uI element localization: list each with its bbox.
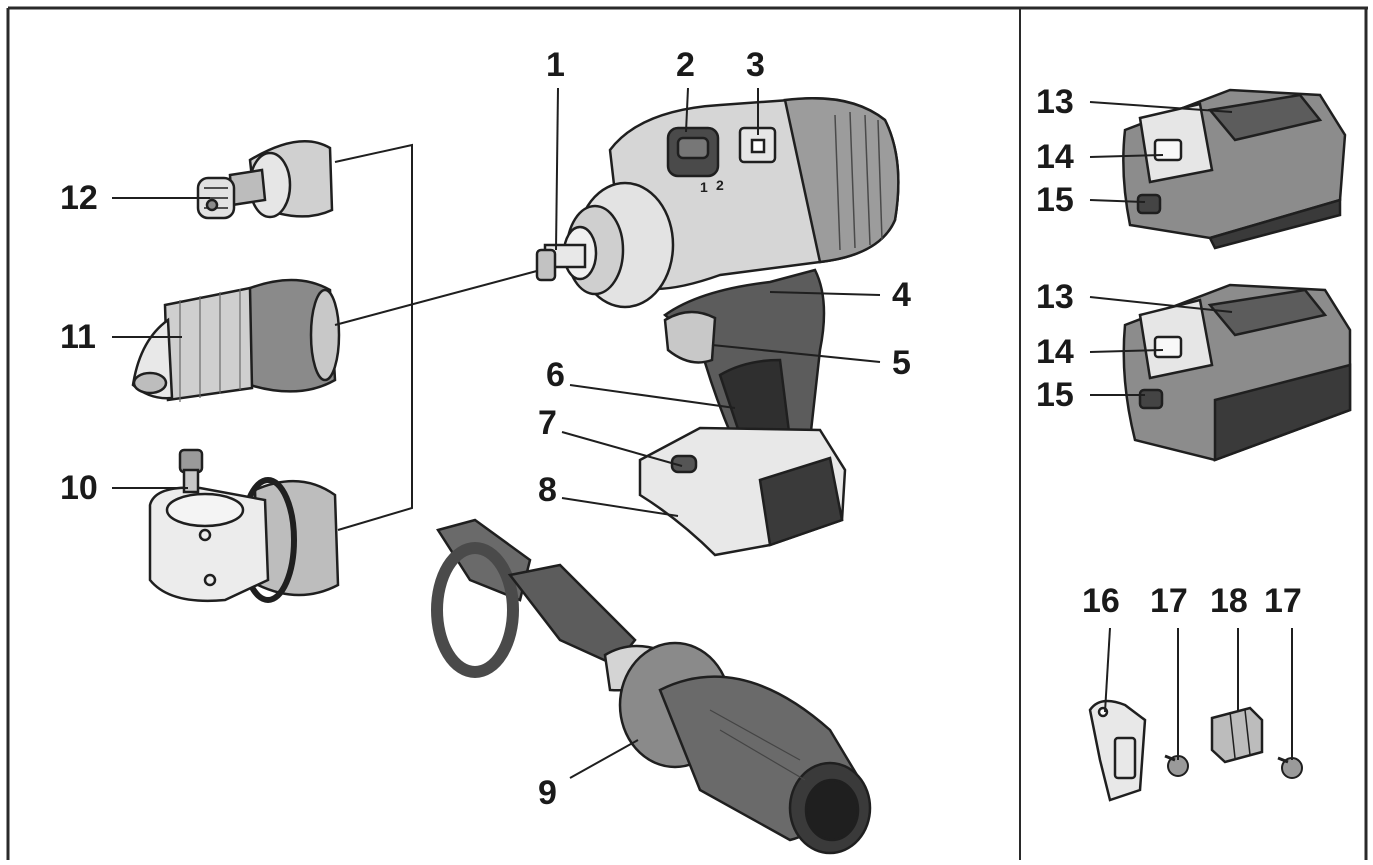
auxiliary-handle-illustration [431,518,872,855]
callout-3: 3 [746,46,765,84]
callout-13-small-battery: 13 [1036,83,1074,121]
callout-18: 18 [1210,582,1248,620]
callout-1: 1 [546,46,565,84]
callout-10: 10 [60,469,98,507]
screw-illustration-2 [1277,756,1303,779]
callout-14-large-battery: 14 [1036,333,1074,371]
bit-clip-illustration [1210,706,1264,764]
screw-illustration [1164,754,1189,777]
callout-5: 5 [892,344,911,382]
battery-pack-large-illustration [1122,283,1352,462]
belt-clip-illustration [1088,699,1147,802]
callout-8: 8 [538,471,557,509]
callout-9: 9 [538,774,557,812]
gear-mark-1: 1 [700,179,708,195]
callout-13-large-battery: 13 [1036,278,1074,316]
bit-holder-illustration [196,140,334,220]
callout-17-left: 17 [1150,582,1188,620]
callout-6: 6 [546,356,565,394]
callout-17-right: 17 [1264,582,1302,620]
callout-4: 4 [892,276,911,314]
callout-2: 2 [676,46,695,84]
battery-pack-illustration [1122,88,1347,250]
callout-12: 12 [60,179,98,217]
callout-15-large-battery: 15 [1036,376,1074,414]
callout-14-small-battery: 14 [1036,138,1074,176]
keyless-chuck-illustration [131,278,341,402]
diagram-frame [6,6,1368,860]
attachment-bracket [334,143,549,531]
gear-mark-2: 2 [716,177,724,193]
callout-16: 16 [1082,582,1120,620]
cordless-drill-driver-illustration [535,97,900,557]
angle-attachment-illustration [148,448,340,603]
leader-lines [112,87,1293,779]
callout-11: 11 [60,318,96,356]
callout-15-small-battery: 15 [1036,181,1074,219]
callout-7: 7 [538,404,557,442]
